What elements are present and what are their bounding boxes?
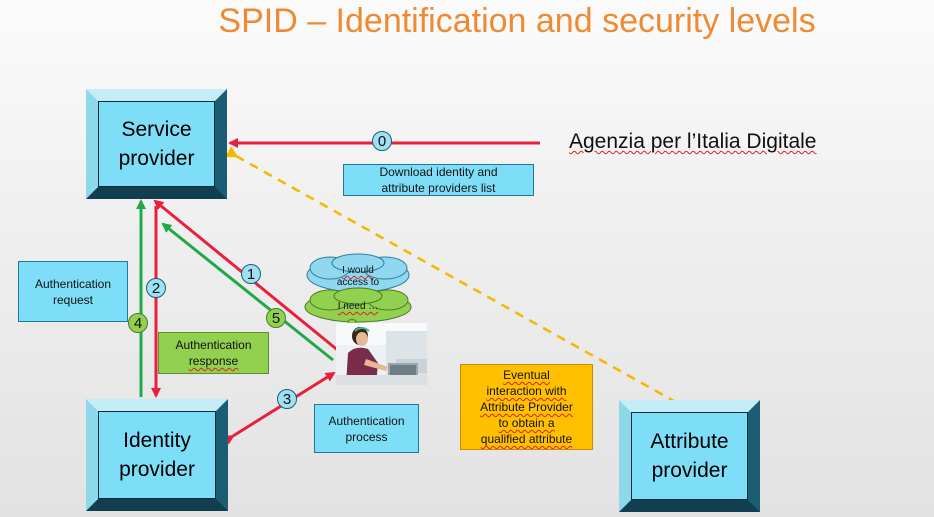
step-badge-4: 4 — [128, 313, 148, 333]
step-badge-0: 0 — [372, 131, 392, 151]
step-badge-5: 5 — [266, 308, 286, 328]
step-badge-2: 2 — [146, 278, 166, 298]
cloud-text-need: I need … — [337, 301, 379, 312]
user-photo-icon — [336, 323, 427, 385]
arrow-step-5 — [161, 222, 334, 362]
page-title: SPID – Identification and security level… — [218, 2, 816, 40]
step-badge-1: 1 — [241, 264, 261, 284]
step-badge-3: 3 — [277, 389, 297, 409]
arrow-attribute-dashed — [225, 146, 693, 412]
eventual-interaction-note: Eventual interaction with Attribute Prov… — [460, 364, 593, 450]
